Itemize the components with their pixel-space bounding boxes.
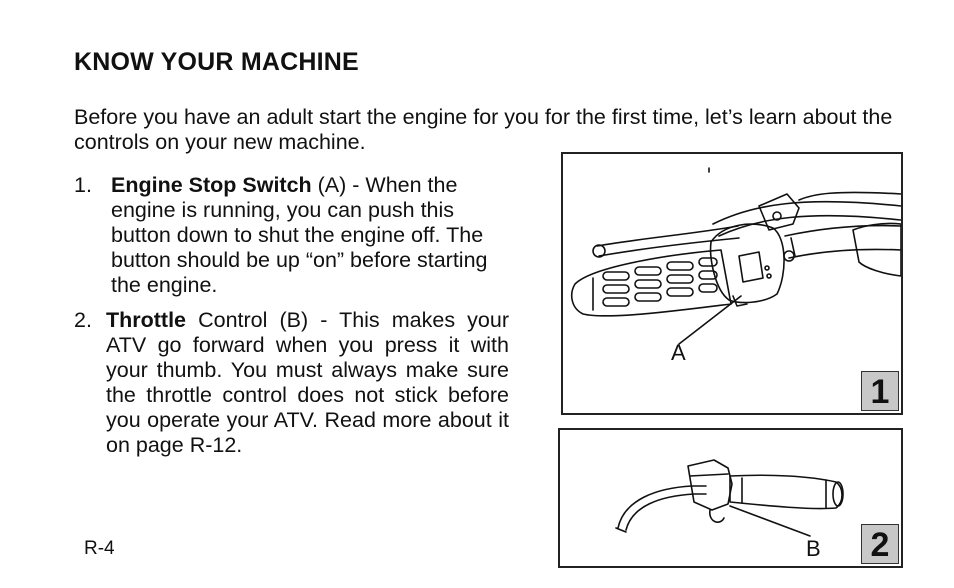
handlebar-engine-stop-switch-illustration xyxy=(570,167,901,345)
list-item-body: Throttle Control (B) - This makes your A… xyxy=(106,308,509,458)
callout-label-a: A xyxy=(671,340,686,365)
figure-number-badge: 2 xyxy=(861,524,899,564)
callout-label-b: B xyxy=(806,536,821,561)
list-item-number: 1. xyxy=(74,173,92,197)
page-number: R-4 xyxy=(84,538,115,559)
list-item-text: Control (B) - This makes your ATV go for… xyxy=(106,308,509,457)
figure-number-badge: 1 xyxy=(861,371,899,411)
intro-paragraph: Before you have an adult start the engin… xyxy=(74,105,893,154)
page-heading: KNOW YOUR MACHINE xyxy=(74,48,359,76)
list-item-text: (A) - When the engine is running, you ca… xyxy=(111,173,488,297)
figure-2: B 2 xyxy=(558,428,903,568)
list-item-term: Throttle xyxy=(106,308,187,332)
list-item-body: Engine Stop Switch (A) - When the engine… xyxy=(111,173,511,298)
list-item-number: 2. xyxy=(74,308,92,332)
list-item-term: Engine Stop Switch xyxy=(111,173,312,197)
handlebar-throttle-illustration xyxy=(615,459,844,537)
figure-1: A 1 xyxy=(561,152,903,415)
